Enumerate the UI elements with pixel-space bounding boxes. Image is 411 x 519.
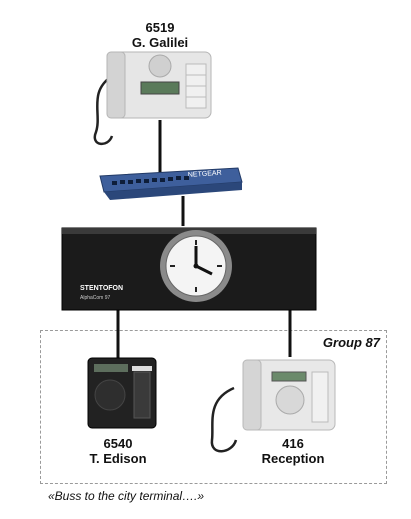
exchange-model: AlphaCom 97 [80,295,111,301]
right-station-number: 416 [282,436,304,451]
desk-phone-left[interactable] [87,357,157,429]
switch-brand: NETGEAR [188,170,222,179]
right-station-name: Reception [261,451,325,466]
left-station-number: 6540 [103,436,133,451]
group-boundary: Group 87 [40,330,387,484]
right-station-label: 416 Reception [243,436,343,466]
intercom-exchange[interactable]: STENTOFON AlphaCom 97 [61,227,317,311]
top-station-label: 6519 G. Galilei [110,20,210,50]
left-station-name: T. Edison [89,451,147,466]
clock-icon [160,230,232,302]
left-station-label: 6540 T. Edison [68,436,168,466]
desk-phone-top[interactable] [93,51,212,145]
network-switch[interactable]: NETGEAR [99,167,243,200]
top-station-name: G. Galilei [131,35,189,50]
top-station-number: 6519 [145,20,175,35]
desk-phone-right[interactable] [210,359,336,453]
exchange-brand: STENTOFON [80,285,123,292]
group-label: Group 87 [322,335,380,350]
diagram-caption: «Buss to the city terminal….» [48,489,205,503]
